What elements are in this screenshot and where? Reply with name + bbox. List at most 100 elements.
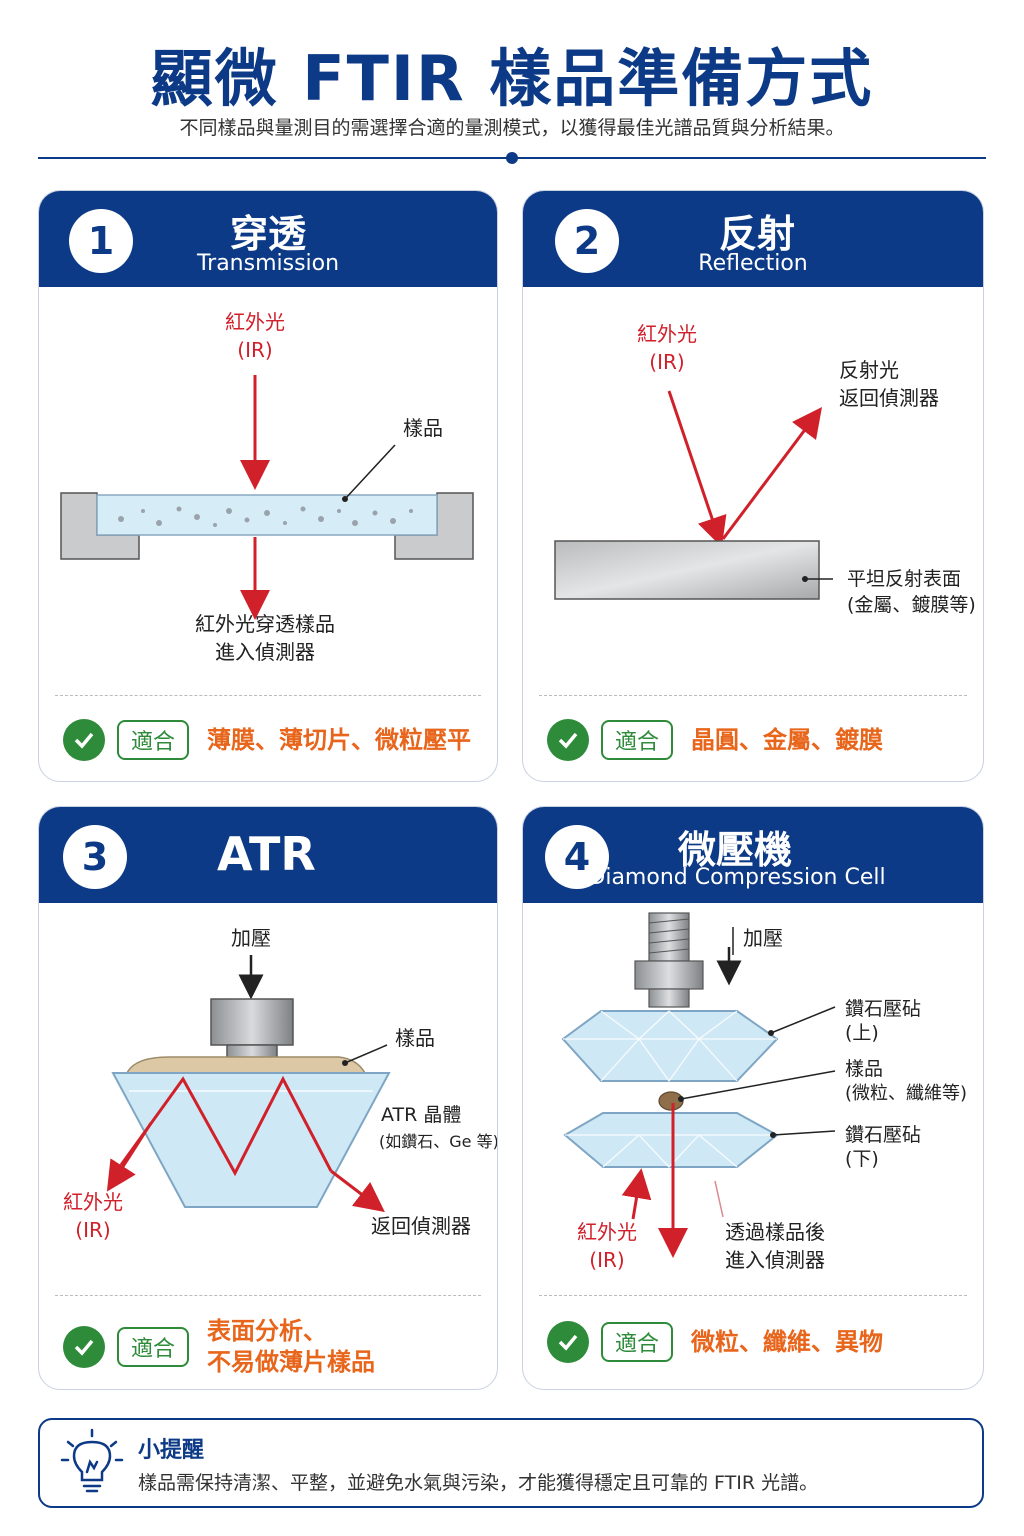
suitable-text: 表面分析、 不易做薄片樣品 [207,1316,375,1378]
divider-dot [506,152,518,164]
reflected-arrow [721,407,822,540]
tip-box: 小提醒 樣品需保持清潔、平整，並避免水氣與污染，才能獲得穩定且可靠的 FTIR … [38,1418,984,1508]
ir-label-2: (IR) [589,1248,624,1272]
card-title: 微壓機 [677,828,792,872]
suitable-row: 適合 晶圓、金屬、鍍膜 [547,715,967,765]
crystal-label-1: ATR 晶體 [381,1104,461,1126]
suitable-text: 微粒、纖維、異物 [691,1327,884,1356]
check-icon [63,719,105,761]
reflective-surface [554,540,820,600]
sample-leader-dot [342,496,348,502]
sample-leader-dot [678,1096,684,1102]
card-subtitle: Reflection [698,251,808,276]
through-label-2: 進入偵測器 [725,1248,825,1272]
suitable-badge: 適合 [601,1322,674,1362]
lightbulb-icon [60,1428,124,1504]
pressure-label: 加壓 [743,926,783,950]
anvil-top-leader-dot [768,1030,774,1036]
suitable-line-1: 表面分析、 [207,1317,328,1345]
ir-label: 紅外光 [577,1220,637,1244]
card-number: 4 [545,825,609,889]
press-head [210,998,294,1046]
sample-label: 樣品 [395,1026,435,1050]
card-header: 3 ATR [39,807,497,903]
page-title: 顯微 FTIR 樣品準備方式 [150,42,874,115]
ir-in-arrow [106,1122,153,1192]
sample-label-1: 樣品 [845,1058,883,1080]
card-subtitle: Diamond Compression Cell [588,865,886,890]
ir-label: 紅外光 [225,310,285,334]
suitable-line-2: 不易做薄片樣品 [207,1348,376,1376]
screw-body [634,960,704,990]
card-title: 穿透 [229,212,306,256]
ir-path [119,1075,333,1177]
card-title: ATR [217,827,316,881]
result-label-2: 進入偵測器 [215,640,315,664]
card-atr: 3 ATR 加壓 樣品 ATR 晶體 (如鑽石 [38,806,498,1390]
screw-tip [648,988,690,1008]
card-number: 2 [555,209,619,273]
page-subtitle: 不同樣品與量測目的需選擇合適的量測模式，以獲得最佳光譜品質與分析結果。 [179,117,845,139]
transmission-diagram: 紅外光 (IR) 樣品 紅外光穿透樣品 進入偵測器 [39,287,497,687]
ir-out-arrow [330,1169,385,1213]
tip-text: 樣品需保持清潔、平整，並避免水氣與污染，才能獲得穩定且可靠的 FTIR 光譜。 [138,1472,819,1494]
reflected-label-2: 返回偵測器 [839,386,939,410]
dashed-separator [539,1295,967,1296]
suitable-text: 薄膜、薄切片、微粒壓平 [207,725,472,754]
card-subtitle: Transmission [196,251,340,276]
check-icon [547,1321,589,1363]
pressure-label: 加壓 [231,926,271,950]
dashed-separator [55,1295,481,1296]
card-transmission: 1 穿透 Transmission 紅外光 (IR) [38,190,498,782]
dashed-separator [539,695,967,696]
card-title: 反射 [718,212,795,256]
atr-sample [125,1056,367,1074]
sample-label: 樣品 [403,416,443,440]
crystal-label-2: (如鑽石、Ge 等) [379,1132,498,1151]
result-label-1: 紅外光穿透樣品 [195,612,335,636]
anvil-bottom-leader-dot [770,1132,776,1138]
anvil-bottom [563,1112,779,1168]
card-number: 1 [69,209,133,273]
sample-particles [118,506,413,527]
sample-leader [344,444,396,500]
surface-label-1: 平坦反射表面 [847,568,961,590]
card-header: 1 穿透 Transmission [39,191,497,287]
anvil-bottom-label-1: 鑽石壓砧 [845,1124,921,1146]
anvil-top-label-1: 鑽石壓砧 [845,998,921,1020]
anvil-bottom-facets [565,1134,777,1168]
anvil-top-label-2: (上) [845,1022,879,1044]
sample-label-2: (微粒、纖維等) [845,1083,967,1104]
ir-label: 紅外光 [637,322,697,346]
ir-label: 紅外光 [63,1190,123,1214]
card-reflection: 2 反射 Reflection 紅外光 (IR) 反射光 返回偵測器 平坦反射表… [522,190,984,782]
check-icon [63,1326,105,1368]
suitable-badge: 適合 [117,1327,190,1367]
surface-leader-dot [802,576,808,582]
suitable-text: 晶圓、金屬、鍍膜 [691,725,884,754]
detector-tick [714,1180,724,1218]
surface-label-2: (金屬、鍍膜等) [847,594,976,616]
suitable-row: 適合 薄膜、薄切片、微粒壓平 [63,715,481,765]
anvil-top [561,1010,779,1082]
thread-lines [648,918,690,954]
suitable-badge: 適合 [601,720,674,760]
anvil-top-facets [563,1010,777,1083]
suitable-badge: 適合 [117,720,190,760]
detector-label: 返回偵測器 [371,1214,471,1238]
card-header: 2 反射 Reflection [523,191,983,287]
dashed-separator [55,695,481,696]
card-header: 4 微壓機 Diamond Compression Cell [523,807,983,903]
sample-leader [680,1070,836,1100]
incident-arrow [667,390,727,548]
compression-cell-diagram: 加壓 鑽石壓砧 [523,903,983,1303]
anvil-bottom-label-2: (下) [845,1148,879,1170]
atr-diagram: 加壓 樣品 ATR 晶體 (如鑽石、Ge 等) 紅外光 (IR) 返回偵測器 [39,903,498,1303]
tip-title: 小提醒 [138,1438,205,1463]
screw-thread [648,912,690,962]
ir-label-2: (IR) [75,1218,110,1242]
check-icon [547,719,589,761]
suitable-row: 適合 微粒、纖維、異物 [547,1317,967,1367]
anvil-bottom-leader [772,1130,836,1136]
ir-label-2: (IR) [649,350,684,374]
